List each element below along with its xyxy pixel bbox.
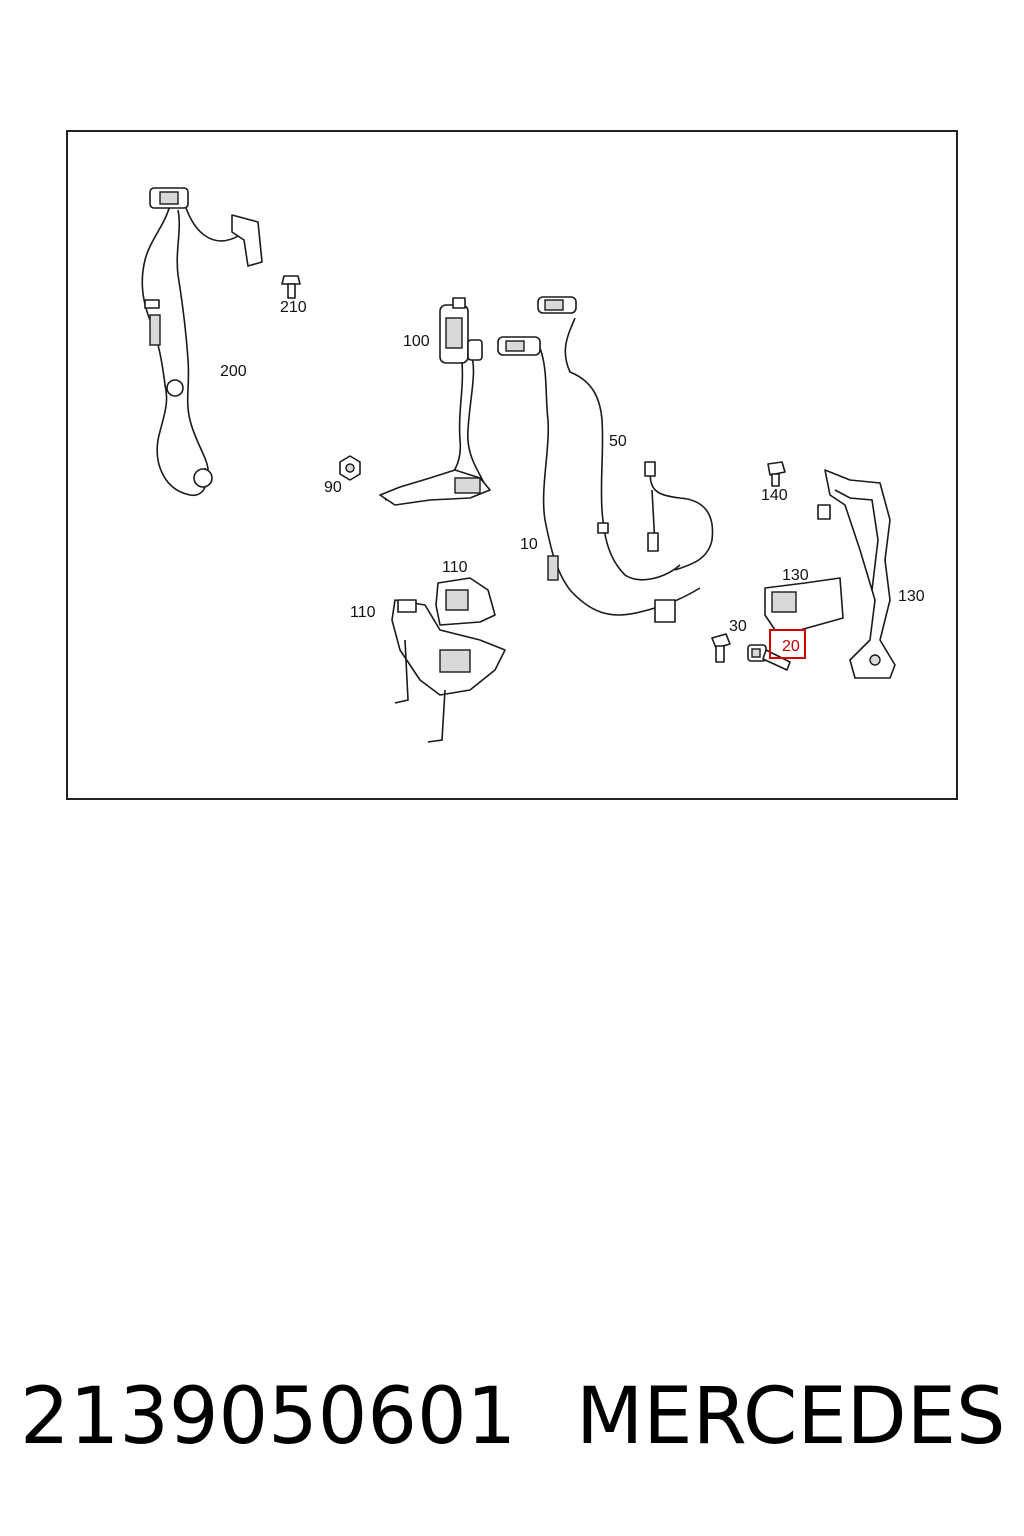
part-200-sensor-harness (141, 187, 263, 496)
part-10-sensor-cable (497, 296, 701, 623)
callout-110-upper: 110 (442, 559, 468, 576)
callout-90: 90 (324, 479, 342, 496)
callout-130-left: 130 (782, 567, 809, 584)
part-90-nut (339, 455, 361, 481)
callout-30: 30 (729, 618, 747, 635)
callout-110-lower: 110 (350, 604, 376, 621)
callout-130-right: 130 (898, 588, 925, 605)
callout-200: 200 (220, 363, 247, 380)
part-110-bracket-upper (435, 577, 496, 626)
brand-name: MERCEDES (576, 1372, 1006, 1462)
part-50-sensor (644, 461, 714, 571)
part-130-bracket-right (817, 469, 896, 679)
callout-50: 50 (609, 433, 627, 450)
callout-20: 20 (782, 638, 800, 655)
callout-100: 100 (403, 333, 430, 350)
part-30-bolt (711, 633, 731, 663)
part-130-bracket-left (764, 577, 844, 631)
footer: 2139050601 MERCEDES (20, 1372, 1010, 1462)
callout-140: 140 (761, 487, 788, 504)
part-140-bolt (767, 461, 786, 487)
diagram-frame (66, 130, 958, 800)
part-210-bolt (281, 275, 301, 299)
highlighted-callout[interactable]: 20 (769, 629, 806, 659)
highlight-box (769, 629, 806, 659)
callout-210: 210 (280, 299, 307, 316)
part-110-bracket-lower (391, 599, 506, 743)
callout-10: 10 (520, 536, 538, 553)
part-number: 2139050601 (20, 1372, 517, 1462)
part-100-harness-connector (379, 297, 491, 506)
